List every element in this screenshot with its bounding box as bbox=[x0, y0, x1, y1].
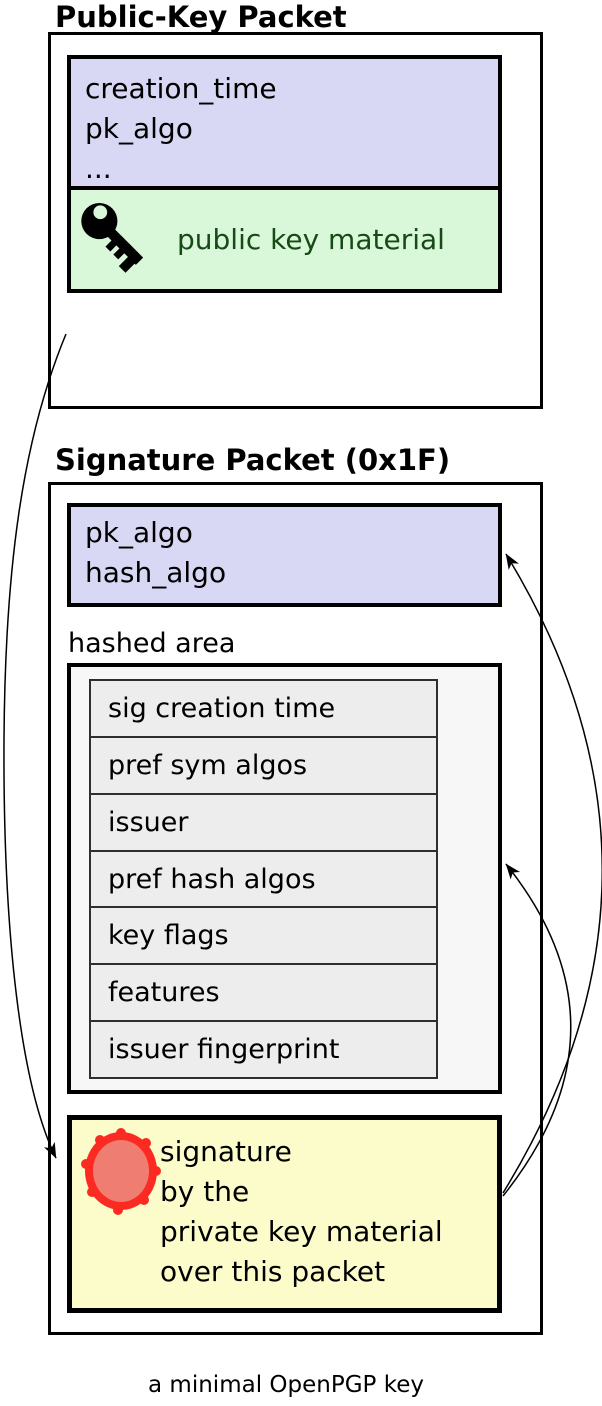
hashed-area-label: hashed area bbox=[68, 628, 236, 659]
public-key-material-section: public key material bbox=[71, 190, 498, 289]
subpacket-row: pref sym algos bbox=[91, 737, 436, 795]
public-key-header-fields: creation_time pk_algo... bbox=[71, 59, 498, 190]
header-field-label: pk_algo bbox=[85, 516, 193, 549]
subpacket-row: features bbox=[91, 965, 436, 1023]
signature-text-line: private key material bbox=[160, 1215, 443, 1248]
signature-text-line: signature bbox=[160, 1135, 292, 1168]
signature-header-box: pk_algo hash_algo bbox=[67, 503, 502, 607]
public-key-material-label: public key material bbox=[177, 223, 445, 256]
signature-text-line: over this packet bbox=[160, 1255, 386, 1288]
seal-icon bbox=[81, 1128, 161, 1215]
header-field-label: hash_algo bbox=[85, 556, 227, 589]
public-key-packet-title: Public-Key Packet bbox=[55, 0, 347, 34]
signature-text: signature by the private key material over … bbox=[160, 1132, 443, 1292]
signature-value-box: signature by the private key material over … bbox=[67, 1115, 502, 1313]
signature-text-line: by the bbox=[160, 1175, 250, 1208]
subpacket-row: issuer bbox=[91, 794, 436, 852]
diagram-caption: a minimal OpenPGP key bbox=[148, 1372, 424, 1398]
subpacket-row: issuer fingerprint bbox=[91, 1022, 436, 1078]
header-field-label: creation_time bbox=[85, 72, 277, 105]
subpacket-row: pref hash algos bbox=[91, 851, 436, 909]
header-field-label: pk_algo bbox=[85, 112, 193, 145]
key-icon bbox=[81, 202, 144, 273]
subpacket-row: key flags bbox=[91, 908, 436, 966]
subpacket-row: sig creation time bbox=[91, 681, 436, 738]
header-field-label: ... bbox=[85, 152, 112, 185]
signature-packet-title: Signature Packet (0x1F) bbox=[55, 443, 451, 477]
public-key-body-box: creation_time pk_algo... public key mater… bbox=[67, 55, 502, 293]
